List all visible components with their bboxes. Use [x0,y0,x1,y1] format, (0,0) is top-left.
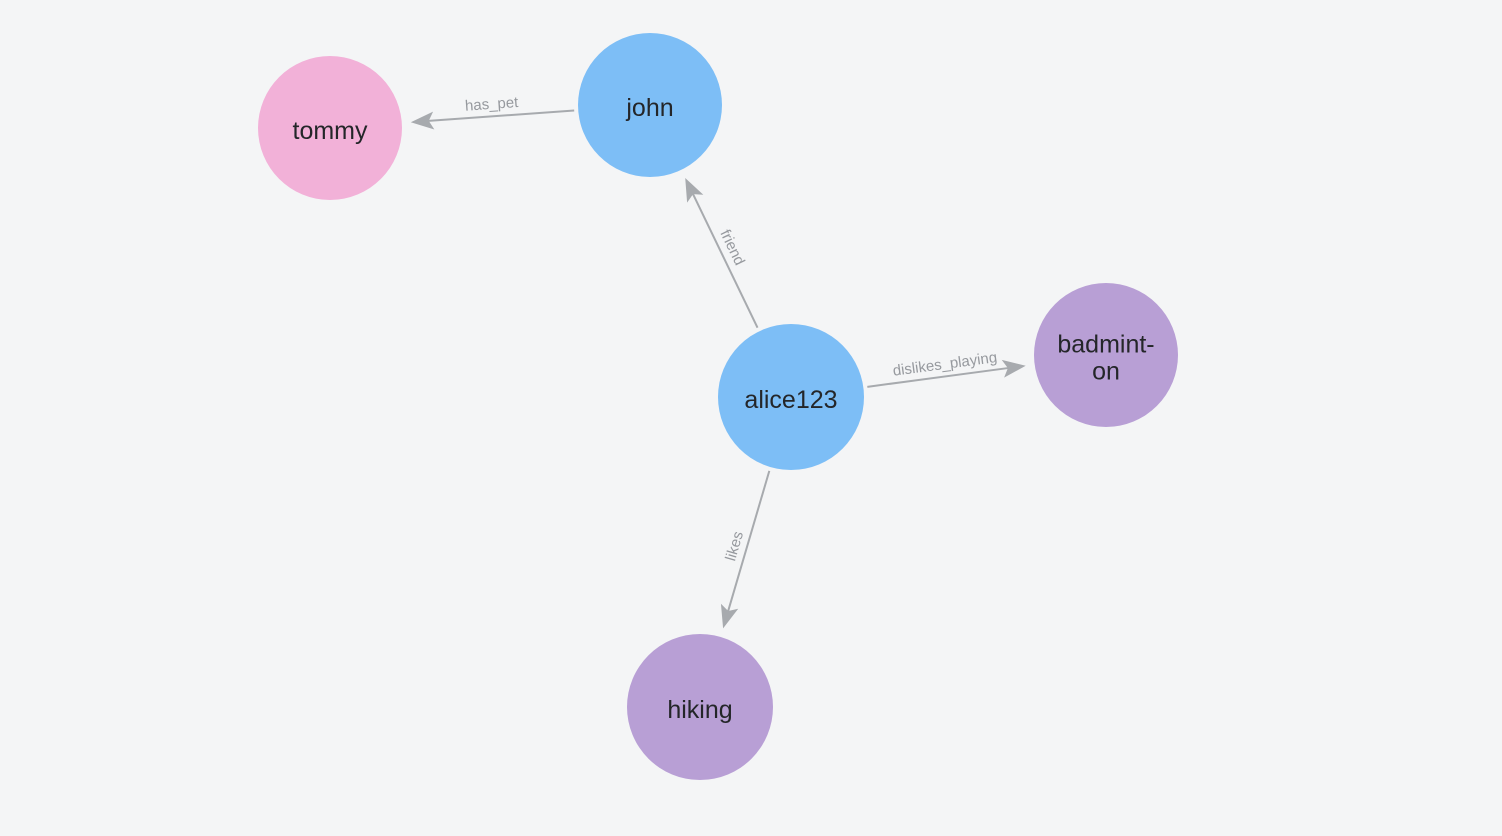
edge-line-friend[interactable] [691,191,759,329]
edge-john-tommy[interactable]: has_pet [410,94,575,132]
node-john[interactable]: john [578,33,722,177]
node-label-alice123: alice123 [744,386,837,414]
node-label-tommy: tommy [293,117,369,145]
node-label-hiking: hiking [667,696,732,724]
edge-label-has_pet[interactable]: has_pet [464,94,519,115]
node-alice123[interactable]: alice123 [718,324,864,470]
edge-label-dislikes_playing[interactable]: dislikes_playing [892,349,998,380]
node-hiking[interactable]: hiking [627,634,773,780]
edge-arrowhead-likes[interactable] [714,603,739,631]
edge-arrowhead-has_pet[interactable] [410,111,435,132]
node-circle-badminton[interactable] [1034,283,1178,427]
edge-alice123-john[interactable]: friend [677,174,759,329]
node-label-john: john [625,94,673,122]
edge-arrowhead-friend[interactable] [677,174,704,203]
edge-label-friend[interactable]: friend [716,227,748,268]
node-tommy[interactable]: tommy [258,56,402,200]
edge-line-has_pet[interactable] [426,109,575,123]
edge-alice123-hiking[interactable]: likes [714,470,771,631]
node-circle-alice123[interactable] [718,324,864,470]
node-circle-john[interactable] [578,33,722,177]
edge-arrowhead-dislikes_playing[interactable] [1001,357,1027,378]
node-badminton[interactable]: badmint-on [1034,283,1178,427]
edge-line-likes[interactable] [726,470,771,614]
node-label-badminton: badmint-on [1057,331,1154,386]
edge-line-dislikes_playing[interactable] [867,366,1010,388]
node-circle-tommy[interactable] [258,56,402,200]
edge-alice123-badminton[interactable]: dislikes_playing [867,349,1027,388]
node-circle-hiking[interactable] [627,634,773,780]
